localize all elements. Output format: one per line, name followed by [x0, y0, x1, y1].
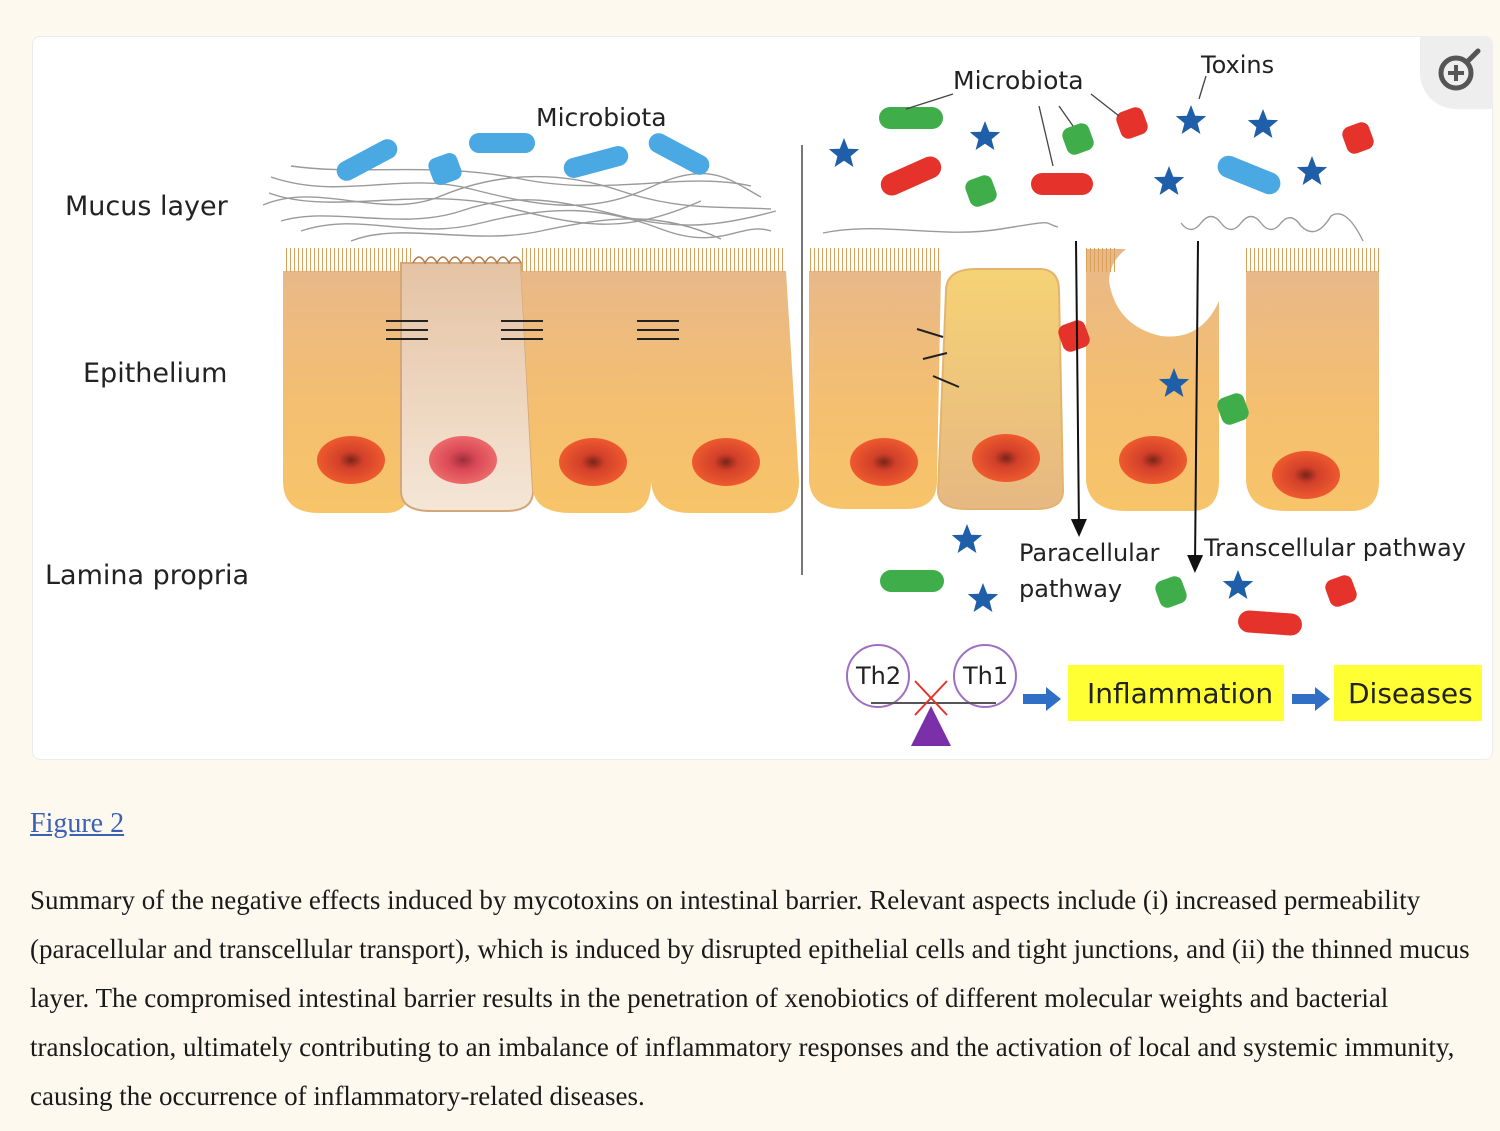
lamina-propria-label: Lamina propria	[45, 560, 249, 591]
inflammation-label: Inflammation	[1087, 677, 1273, 710]
toxins-label: Toxins	[1200, 51, 1274, 79]
pathway-arrows	[1070, 240, 1204, 573]
figure-link[interactable]: Figure 2	[30, 808, 125, 839]
zoom-in-icon	[1438, 48, 1481, 91]
epithelium-disrupted	[809, 248, 1379, 511]
th1-label: Th1	[962, 662, 1008, 690]
figure-panel: Mucus layer Epithelium Lamina propria Mi…	[32, 36, 1493, 760]
zoom-button[interactable]	[1420, 37, 1492, 109]
paracellular-label-1: Paracellular	[1019, 539, 1160, 567]
transcellular-label: Transcellular pathway	[1203, 534, 1466, 562]
paracellular-label-2: pathway	[1019, 575, 1122, 603]
th-balance	[846, 644, 1017, 746]
lamina-propria-particles	[880, 524, 1357, 636]
mucus-layer-label: Mucus layer	[65, 191, 229, 222]
intestinal-barrier-diagram: Mucus layer Epithelium Lamina propria Mi…	[45, 51, 1482, 746]
epithelium-label: Epithelium	[83, 358, 227, 389]
diseases-box	[1334, 665, 1482, 721]
microbiota-toxins-right	[828, 75, 1374, 207]
flow-arrows	[1023, 687, 1330, 711]
microbiota-left	[336, 133, 710, 186]
microbiota-right-label: Microbiota	[953, 66, 1084, 95]
penetrating-particles	[1058, 320, 1249, 425]
figure-caption: Summary of the negative effects induced …	[30, 885, 1470, 1111]
th2-label: Th2	[855, 662, 901, 690]
mucus-strands-thin	[822, 213, 1364, 242]
diseases-label: Diseases	[1348, 677, 1473, 710]
epithelium-intact	[283, 248, 799, 513]
microbiota-left-label: Microbiota	[536, 103, 667, 132]
inflammation-box	[1068, 665, 1284, 721]
